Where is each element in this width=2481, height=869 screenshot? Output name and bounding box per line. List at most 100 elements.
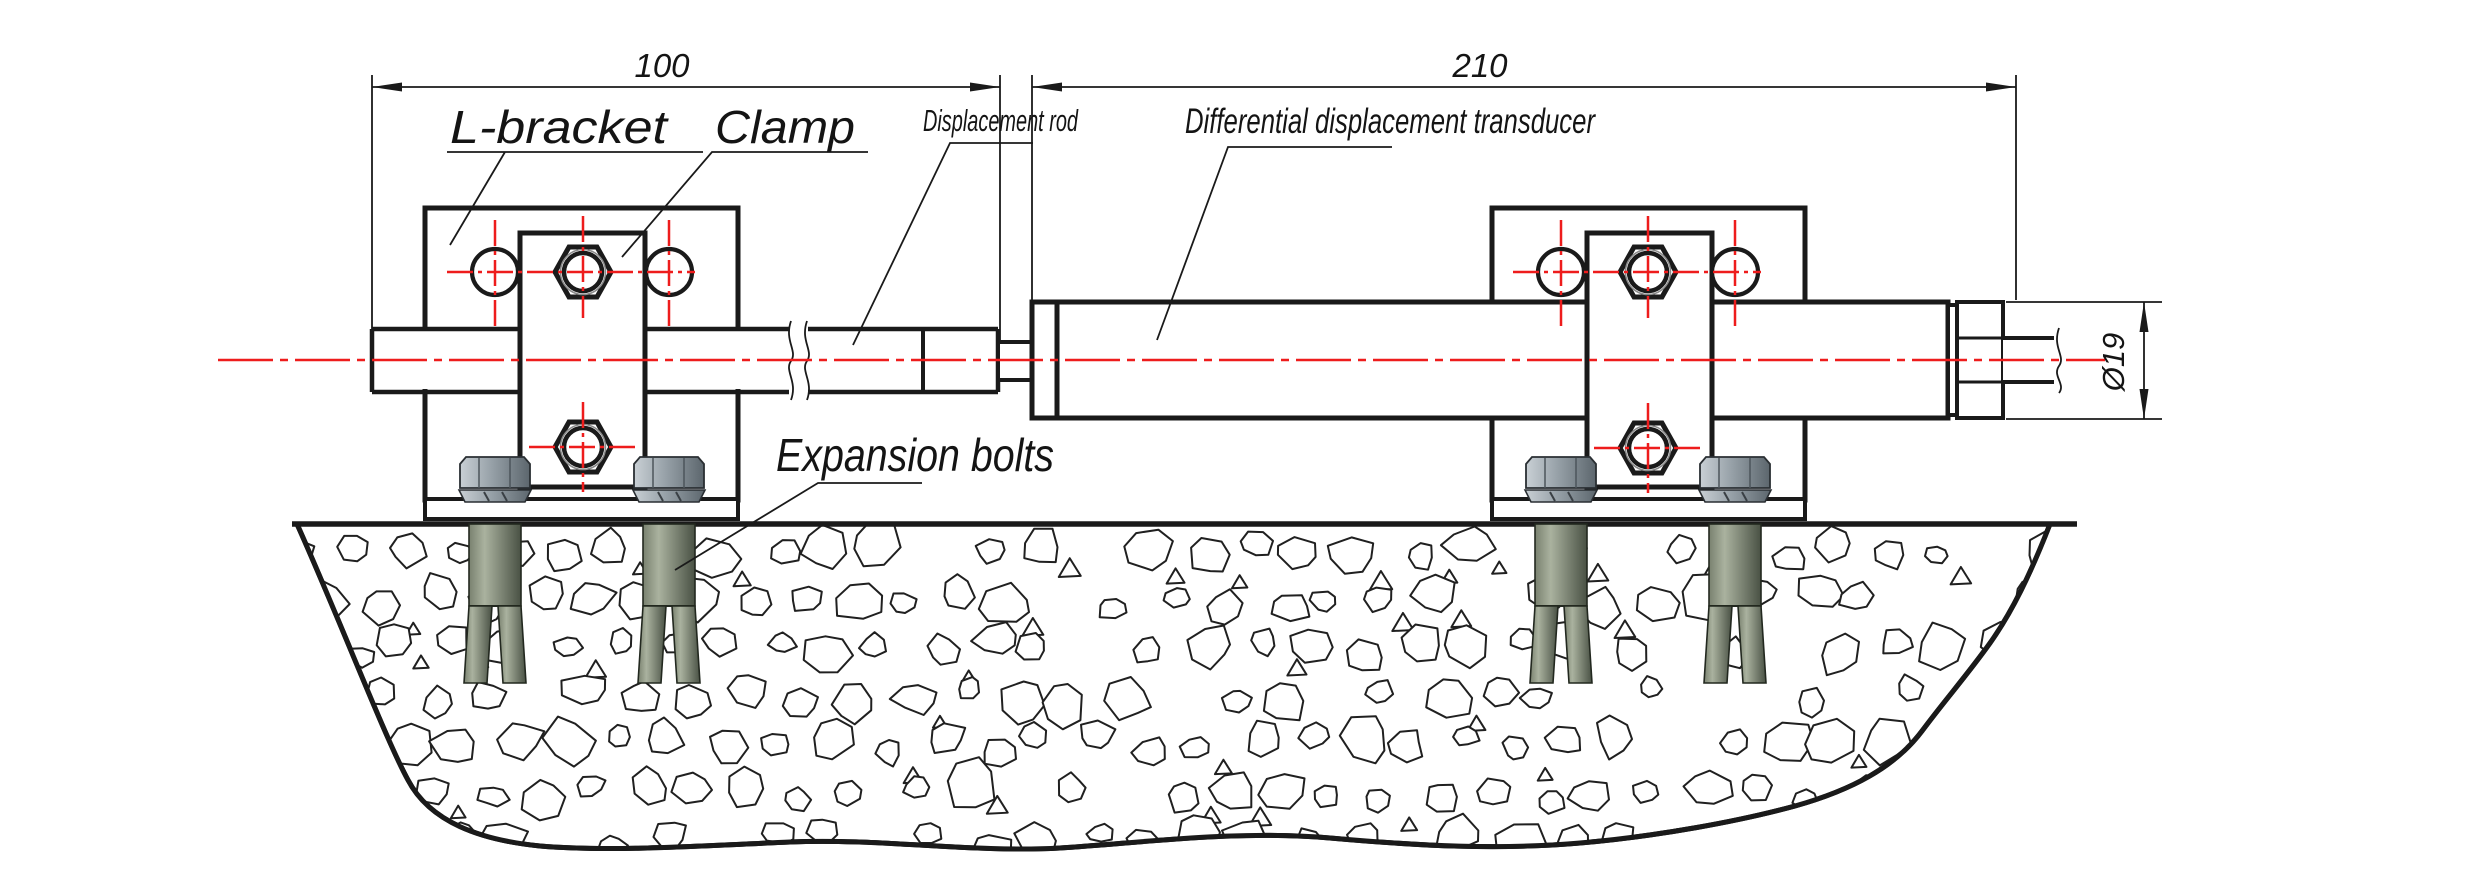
stone (1905, 780, 1929, 808)
stone (1363, 586, 1393, 614)
expansion-bolt-head (631, 456, 707, 503)
stone (784, 786, 813, 813)
stone (1640, 675, 1664, 699)
stone-small (1265, 856, 1286, 869)
stone (1443, 624, 1488, 670)
stone (1338, 715, 1386, 765)
stone (1543, 725, 1582, 754)
stone (423, 572, 458, 611)
expansion-bolt-anchors (463, 523, 1767, 684)
stone (670, 771, 713, 805)
stone (977, 581, 1030, 623)
dimension-value-210: 210 (1451, 47, 1508, 84)
stone (1220, 689, 1253, 714)
stone (760, 733, 790, 757)
stone (297, 632, 319, 668)
bolt-flange (631, 489, 707, 503)
stone (1018, 721, 1048, 749)
stone (576, 775, 607, 798)
stone (546, 538, 583, 573)
stone (436, 625, 468, 655)
stone (1682, 769, 1734, 805)
flange-tick (501, 491, 508, 502)
expansion-bolt-head (457, 456, 533, 503)
stone (1308, 590, 1337, 613)
dimension-arrow (970, 82, 1000, 92)
leader-transducer (1156, 146, 1392, 341)
stone (1898, 673, 1925, 702)
anchor-shank (468, 523, 522, 607)
stone (728, 765, 765, 809)
stone (1797, 574, 1845, 608)
stone (336, 534, 369, 563)
stone (1882, 628, 1914, 655)
stone (541, 715, 597, 768)
stone (608, 723, 631, 748)
stone (701, 627, 738, 658)
stone (1616, 637, 1648, 672)
stone (560, 674, 607, 706)
stone (1014, 632, 1045, 661)
stone (1766, 826, 1803, 850)
anchor-leg-left (1529, 605, 1559, 684)
fasteners (469, 244, 1761, 476)
stone (1365, 788, 1391, 814)
label-transducer: Differential displacement transducer (1185, 102, 1596, 141)
stone (1741, 773, 1773, 802)
concrete-blob-outline (294, 521, 2053, 852)
stone (958, 676, 980, 700)
stone (1425, 678, 1474, 719)
stone (1103, 676, 1152, 722)
stone (422, 684, 453, 720)
stone (970, 621, 1017, 655)
stone (1023, 527, 1059, 564)
stone (569, 582, 618, 616)
expansion-bolt-anchor (637, 523, 701, 684)
stone-small (1613, 619, 1637, 640)
centerlines (218, 216, 2105, 493)
dimension-100: 100 (371, 47, 1001, 341)
anchor-leg-right (1563, 605, 1593, 684)
dimension-arrow (1032, 82, 1062, 92)
stone (1407, 542, 1433, 571)
stone (1239, 530, 1274, 557)
stone (1386, 729, 1424, 764)
stone (1289, 628, 1334, 664)
ground-section (292, 521, 2077, 869)
stone (766, 631, 798, 653)
stone-small (1286, 658, 1308, 677)
dimension-210: 210 (1031, 47, 2017, 301)
dimension-dia19: Ø19 (2006, 301, 2162, 420)
stone (1954, 783, 1985, 811)
stone-small (1230, 574, 1249, 590)
dimension-arrow (2139, 389, 2149, 419)
stone (1632, 779, 1660, 804)
stone (1221, 819, 1269, 850)
stone (709, 729, 750, 765)
bolt-flange (1523, 489, 1599, 503)
stone (740, 586, 773, 617)
stone (1476, 777, 1512, 806)
stone (1482, 676, 1521, 708)
stone (1190, 537, 1231, 573)
stone (1809, 815, 1854, 850)
stone (1123, 528, 1174, 572)
stone-small (1536, 766, 1554, 782)
stone (1206, 588, 1244, 626)
flange-tick (675, 491, 682, 502)
stone (926, 632, 961, 666)
stone-small (1850, 753, 1868, 769)
stone (1518, 687, 1553, 710)
anchor-shank (642, 523, 696, 607)
labels: L-bracket Clamp Displacement rod Differe… (450, 101, 1596, 481)
stone-small (1949, 565, 1973, 586)
stone-small (1822, 809, 1845, 828)
stone (471, 681, 508, 710)
stone (297, 721, 321, 755)
stone (389, 532, 428, 570)
stone (1041, 683, 1083, 731)
stone (1918, 621, 1967, 671)
dimension-value-dia19: Ø19 (2096, 333, 2131, 393)
stone (520, 778, 567, 822)
l-bracket-base-plate-right (1490, 497, 1807, 521)
